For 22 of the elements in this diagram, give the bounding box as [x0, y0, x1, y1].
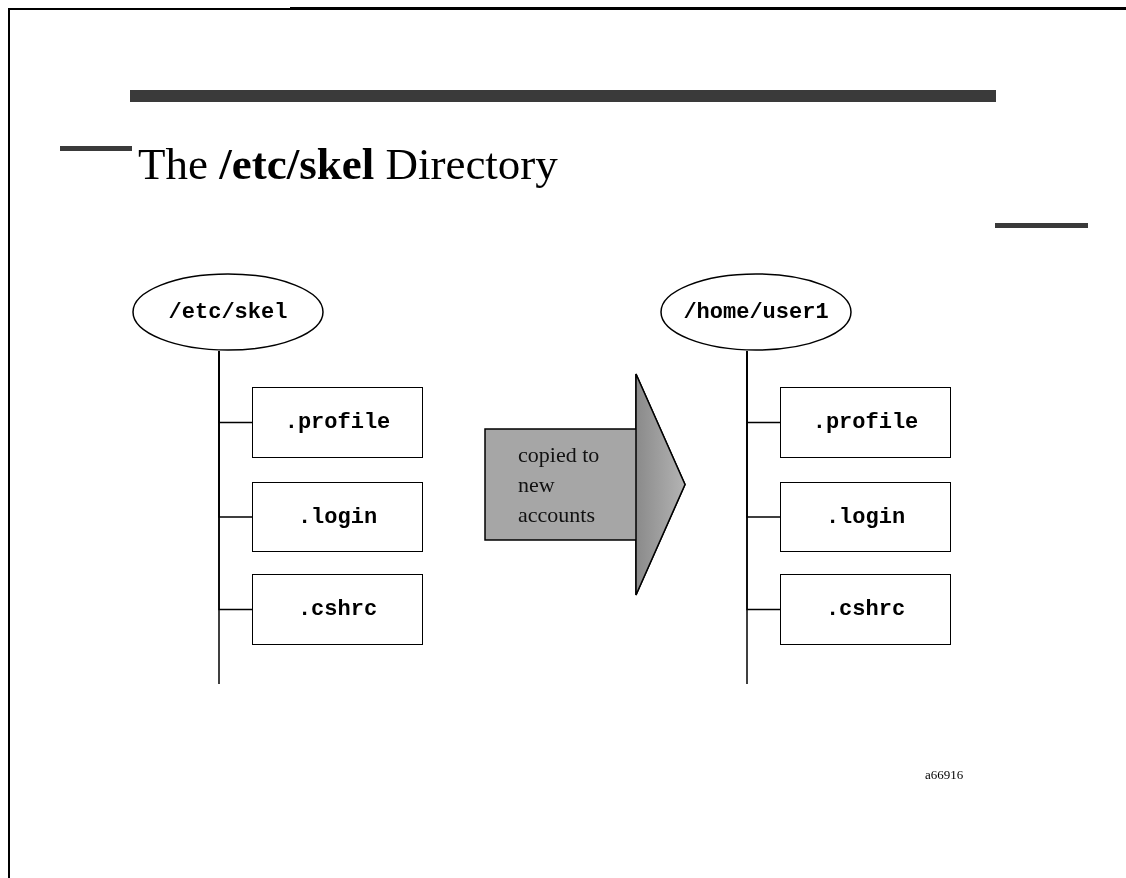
directory-ellipse	[660, 273, 852, 351]
file-name: .cshrc	[297, 597, 378, 622]
file-name: .login	[297, 504, 378, 530]
file-name: .login	[825, 504, 906, 530]
file-box	[252, 482, 423, 552]
file-name: .profile	[812, 410, 919, 435]
arrow-label: copied to new accounts	[518, 440, 601, 529]
file-name: .cshrc	[825, 597, 906, 622]
directory-ellipse	[132, 273, 324, 351]
file-box	[780, 387, 951, 458]
file-box	[780, 574, 951, 645]
directory-name: /home/user1	[683, 299, 829, 325]
tree-connector	[218, 350, 253, 611]
file-box	[252, 387, 423, 458]
slide-title: The /etc/skel Directory	[138, 142, 558, 187]
directory-name: /etc/skel	[168, 299, 288, 325]
file-name: .profile	[284, 410, 391, 435]
block-arrow	[484, 373, 686, 596]
file-box	[780, 482, 951, 552]
tree-connector	[746, 350, 781, 611]
figure-code: a66916	[925, 767, 964, 783]
file-box	[252, 574, 423, 645]
